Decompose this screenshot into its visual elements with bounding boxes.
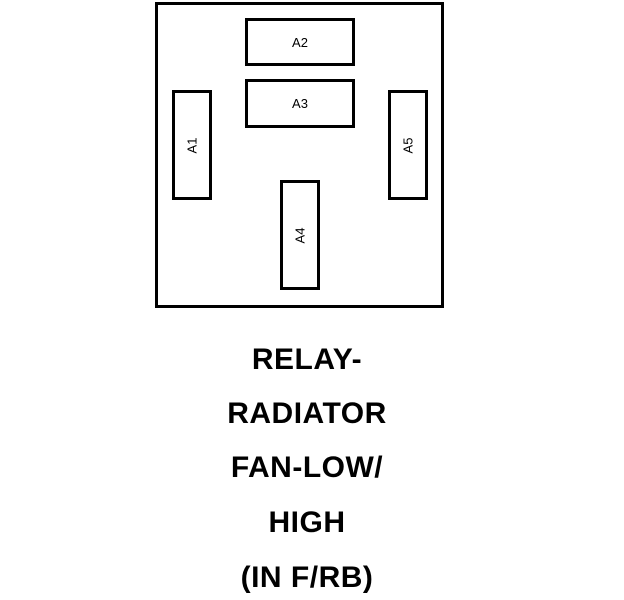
terminal-a3: A3 (245, 79, 355, 128)
caption-line-2: RADIATOR (227, 397, 387, 430)
caption-line-1: RELAY- (251, 343, 363, 376)
terminal-a1: A1 (172, 90, 212, 200)
terminal-a2: A2 (245, 18, 355, 66)
relay-outline (155, 2, 444, 308)
caption-line-5: (IN F/RB) (240, 561, 374, 594)
terminal-a5: A5 (388, 90, 428, 200)
terminal-a1-label: A1 (184, 137, 200, 153)
terminal-a3-label: A3 (292, 96, 308, 111)
terminal-a4-label: A4 (292, 227, 308, 243)
caption-line-3: FAN-LOW/ (230, 451, 384, 484)
caption-line-4: HIGH (268, 506, 346, 539)
terminal-a5-label: A5 (400, 137, 416, 153)
terminal-a4: A4 (280, 180, 320, 290)
terminal-a2-label: A2 (292, 34, 308, 50)
